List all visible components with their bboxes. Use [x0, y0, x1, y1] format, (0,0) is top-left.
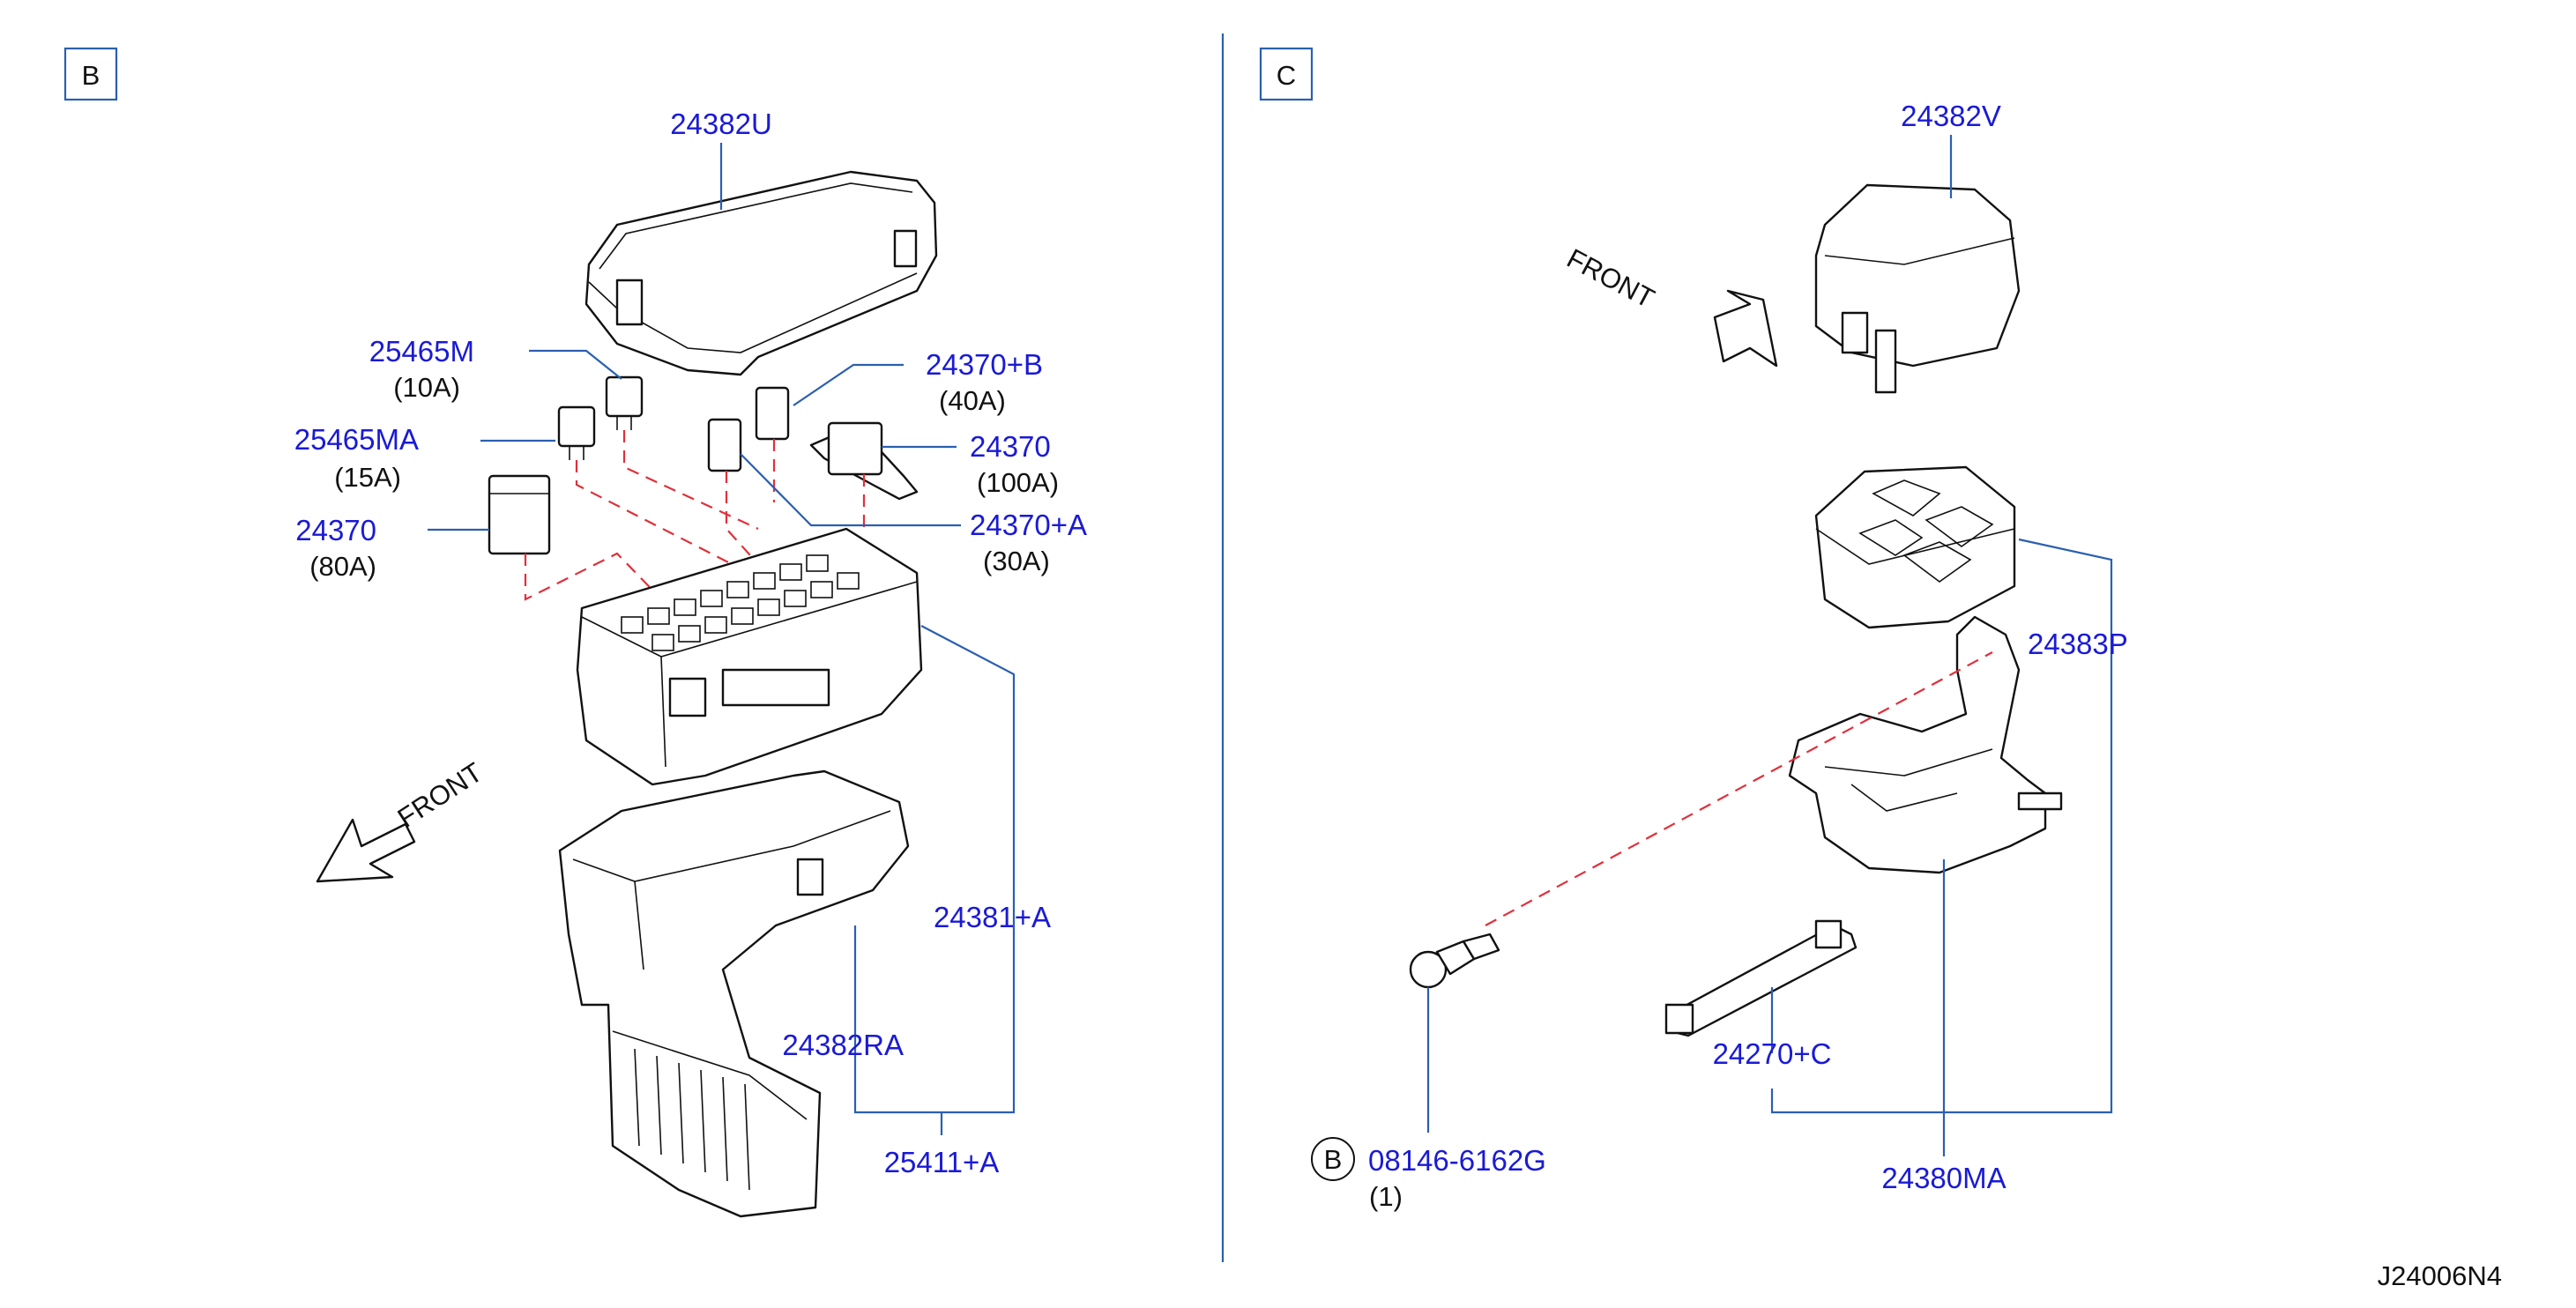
relay-block-24383p-drawing [1814, 465, 2016, 629]
label-24383p: 24383P [2028, 628, 2128, 660]
fuse-25465m-drawing [605, 375, 644, 430]
fuse-block-24381a-drawing [576, 527, 923, 786]
label-24382v: 24382V [1901, 100, 2001, 132]
leaders-b [428, 143, 1016, 1135]
fuse-24370a-drawing [707, 418, 742, 472]
label-25465m: 25465M [369, 335, 474, 368]
label-24370b: 24370+B [926, 348, 1043, 381]
rating-24370-80a: (80A) [309, 551, 376, 582]
label-24270c: 24270+C [1713, 1037, 1832, 1070]
rating-25465m: (10A) [393, 372, 460, 403]
label-24381a: 24381+A [934, 901, 1051, 933]
label-24382ra: 24382RA [782, 1029, 904, 1061]
section-c-marker: C [1259, 47, 1314, 101]
qty-08146-6162g: (1) [1369, 1181, 1403, 1212]
bolt-marker-letter: B [1324, 1144, 1343, 1175]
lower-case-24382ra-drawing [558, 769, 910, 1218]
bolt-callout-b: B [1311, 1137, 1355, 1181]
clip-24270c-drawing [1664, 919, 1858, 1037]
fuse-24370-100a-drawing [809, 421, 919, 501]
front-label-c: FRONT [1562, 242, 1660, 314]
label-08146-6162g: 08146-6162G [1368, 1144, 1546, 1177]
label-25465ma: 25465MA [294, 423, 419, 456]
bolt-08146-drawing [1409, 933, 1500, 989]
rating-24370-100a: (100A) [977, 467, 1059, 498]
label-24380ma: 24380MA [1881, 1162, 2006, 1194]
rating-25465ma: (15A) [334, 462, 401, 493]
front-label-b: FRONT [392, 756, 488, 834]
fuse-24370-80a-drawing [488, 474, 551, 555]
section-b-marker: B [63, 47, 118, 101]
leaders-c [1426, 135, 2113, 1156]
label-24370-80a: 24370 [295, 514, 376, 546]
rating-24370a: (30A) [983, 546, 1050, 576]
front-arrow-b [316, 818, 416, 883]
cover-24382v-drawing [1814, 183, 2021, 394]
label-24370a: 24370+A [970, 509, 1087, 541]
fitting-line-c [1485, 651, 1993, 926]
diagram-id: J24006N4 [2378, 1260, 2502, 1291]
fuse-24370b-drawing [755, 386, 790, 441]
label-25411a: 25411+A [884, 1146, 1000, 1178]
fuse-25465ma-drawing [557, 405, 596, 460]
label-24370-100a: 24370 [970, 430, 1051, 463]
section-c-label: C [1277, 60, 1296, 91]
fitting-lines-b [524, 430, 866, 609]
label-24382u: 24382U [670, 108, 772, 140]
cover-24382u-drawing [584, 170, 938, 376]
bracket-24380ma-drawing [1788, 615, 2063, 874]
rating-24370b: (40A) [939, 385, 1006, 416]
section-b-label: B [82, 60, 101, 91]
front-arrow-c [1713, 289, 1778, 368]
